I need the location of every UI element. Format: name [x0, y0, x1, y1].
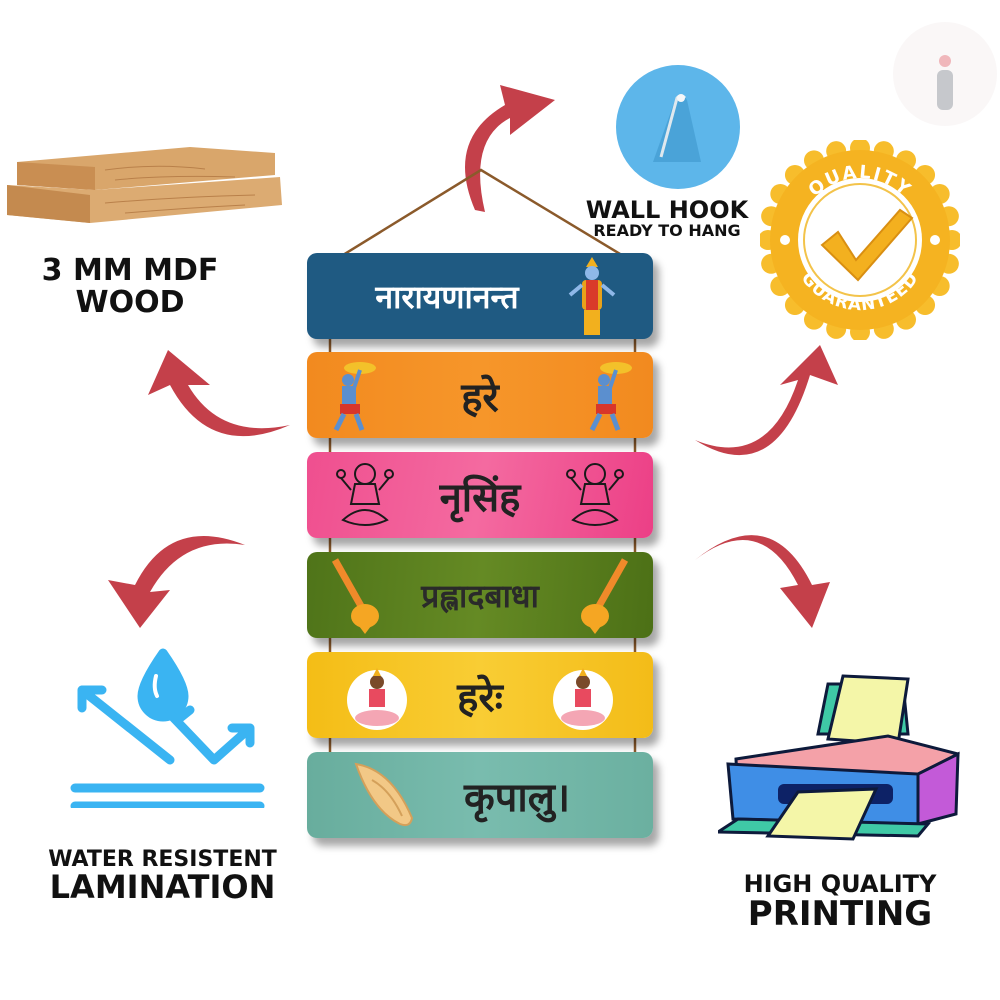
- wood-caption: 3 MM MDF WOOD: [20, 255, 240, 318]
- printing-caption-line1: HIGH QUALITY: [743, 870, 937, 898]
- hook-caption: WALL HOOK READY TO HANG: [572, 196, 762, 241]
- water-caption-line1: WATER RESISTENT: [48, 847, 277, 872]
- mace-left-icon: [327, 556, 387, 634]
- quality-badge-icon: QUALITY GUARANTEED: [760, 140, 960, 340]
- water-caption: WATER RESISTENT LAMINATION: [30, 848, 295, 905]
- board-5-text: हरेः: [457, 674, 503, 721]
- hook-caption-line2: READY TO HANG: [593, 221, 741, 241]
- board-2: हरे: [307, 352, 653, 438]
- printer-icon: [718, 674, 963, 844]
- hook-caption-line1: WALL HOOK: [585, 196, 749, 224]
- lakshmi-left-icon: [342, 660, 407, 732]
- wall-hook-icon: [613, 62, 743, 192]
- board-2-text: हरे: [461, 374, 499, 421]
- board-4-text: प्रह्लादबाधा: [421, 576, 539, 615]
- printing-caption: HIGH QUALITY PRINTING: [720, 870, 960, 935]
- board-1: नारायणानन्त: [307, 253, 653, 339]
- conch-icon: [352, 760, 414, 832]
- arrow-to-quality-icon: [695, 345, 838, 456]
- wood-caption-line2: WOOD: [75, 284, 185, 320]
- vishnu-icon: [562, 255, 622, 337]
- board-5: हरेः: [307, 652, 653, 738]
- printing-caption-line2: PRINTING: [747, 894, 933, 935]
- deity-left-icon: [322, 360, 382, 432]
- mace-right-icon: [573, 556, 633, 634]
- deity-right-icon: [578, 360, 638, 432]
- board-6: कृपालु।: [307, 752, 653, 838]
- arrow-to-hook-icon: [465, 85, 555, 212]
- board-3-text: नृसिंह: [439, 474, 521, 521]
- board-3: नृसिंह: [307, 452, 653, 538]
- arrow-to-printing-icon: [695, 535, 830, 628]
- board-1-text: नारायणानन्त: [375, 277, 519, 316]
- board-6-text: कृपालु।: [463, 774, 571, 821]
- narasimha-left-icon: [335, 460, 395, 532]
- wood-planks-icon: [5, 145, 285, 225]
- hanging-string: [329, 168, 636, 265]
- water-caption-line2: LAMINATION: [49, 868, 276, 907]
- narasimha-right-icon: [565, 460, 625, 532]
- water-resistant-icon: [60, 648, 265, 808]
- board-4: प्रह्लादबाधा: [307, 552, 653, 638]
- arrow-to-water-icon: [108, 536, 245, 628]
- info-logo-icon: [893, 22, 997, 126]
- lakshmi-right-icon: [548, 660, 618, 732]
- wood-caption-line1: 3 MM MDF: [41, 253, 219, 288]
- arrow-to-wood-icon: [148, 350, 290, 437]
